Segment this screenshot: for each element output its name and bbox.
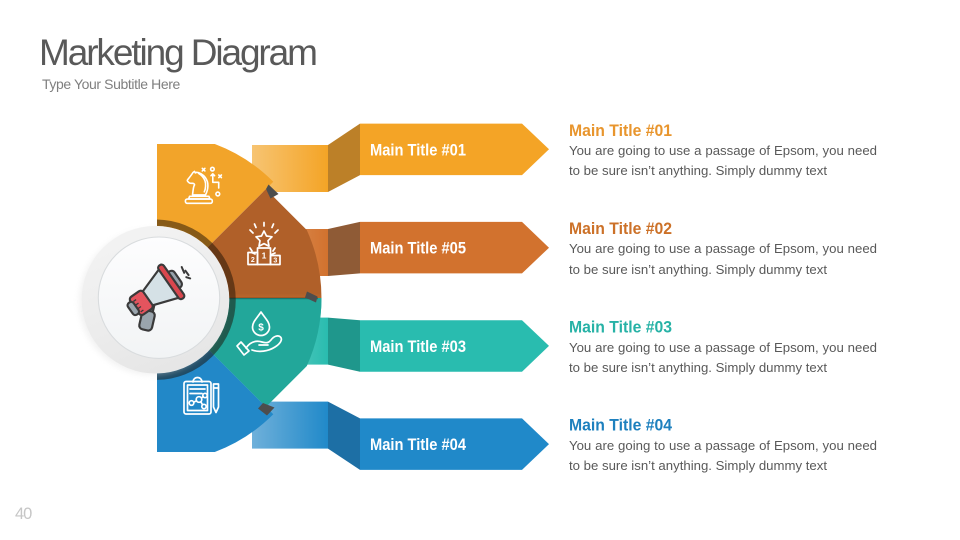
svg-text:Main Title #01: Main Title #01 (569, 121, 672, 140)
svg-text:1: 1 (262, 251, 267, 261)
svg-text:Main Title #03: Main Title #03 (569, 317, 672, 336)
svg-text:Main Title #04: Main Title #04 (569, 416, 672, 435)
svg-text:Main Title #03: Main Title #03 (370, 337, 466, 356)
svg-text:2: 2 (251, 257, 255, 264)
svg-text:3: 3 (273, 258, 277, 265)
svg-text:Main Title #04: Main Title #04 (370, 435, 466, 454)
svg-text:Main Title #01: Main Title #01 (370, 140, 466, 159)
svg-text:$: $ (258, 323, 264, 334)
svg-text:Main Title #02: Main Title #02 (569, 219, 672, 238)
svg-text:Main Title #05: Main Title #05 (370, 239, 466, 258)
